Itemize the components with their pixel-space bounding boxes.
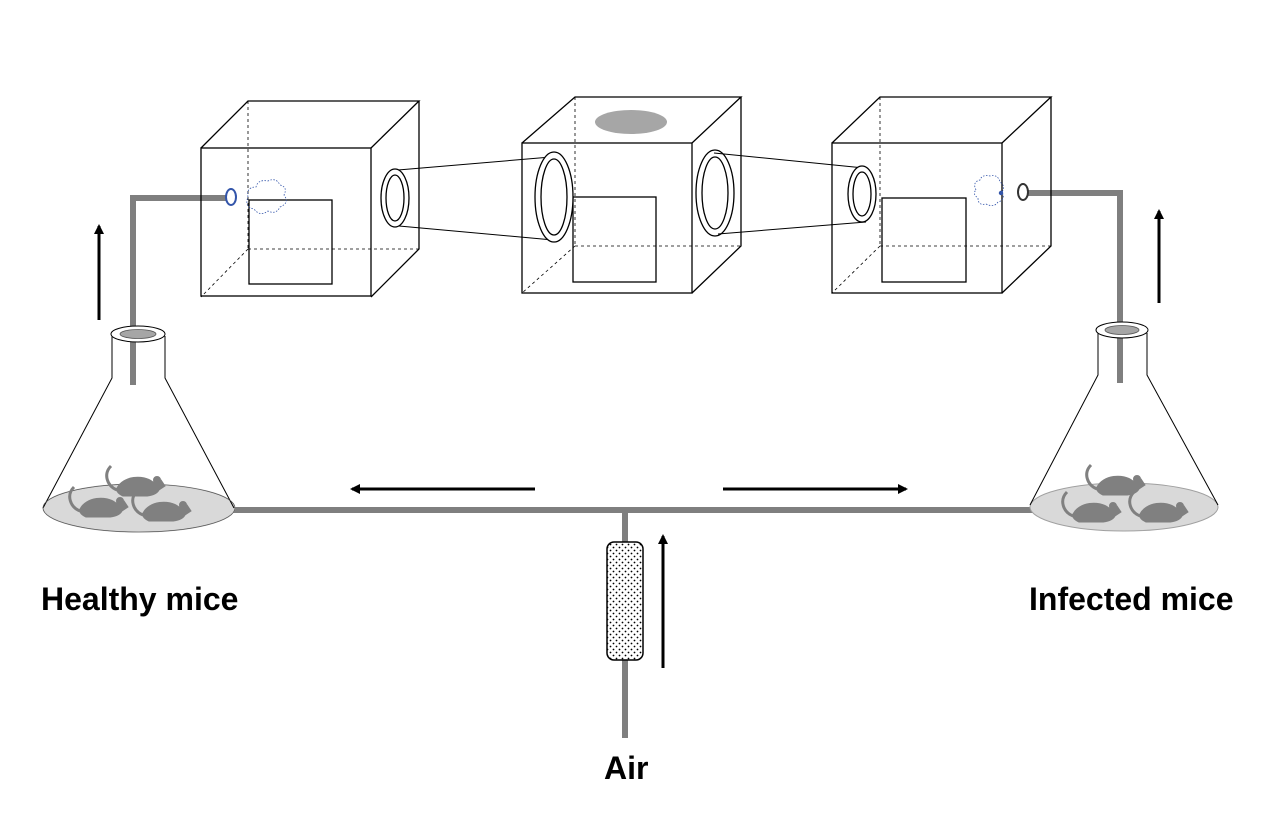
left-cage-side-port: [380, 168, 410, 228]
right-flask-outlet-tube: [1028, 190, 1123, 383]
connector-tunnels: [397, 152, 867, 241]
left-cage-inner-frame: [248, 199, 333, 285]
left-cage-box: [200, 100, 421, 298]
right-cage-inlet-port: [1017, 183, 1029, 201]
middle-cage-inner-frame: [572, 196, 657, 283]
flow-arrows: [94, 209, 1164, 668]
right-cage-box: [831, 96, 1053, 294]
healthy-mice-label: Healthy mice: [41, 581, 239, 617]
left-flask: [42, 325, 236, 533]
air-filter: [606, 541, 644, 661]
right-flask: [1029, 321, 1219, 532]
left-flask-opening: [119, 329, 157, 339]
right-cage-inner-frame: [881, 197, 967, 283]
middle-cage-top-opening: [595, 110, 667, 134]
middle-cage-right-port: [695, 149, 735, 237]
left-flask-outlet-tube: [130, 195, 226, 385]
right-cage-side-port: [847, 165, 877, 223]
infected-mice-label: Infected mice: [1029, 581, 1234, 617]
left-cage-airflow-cloud: [246, 179, 287, 214]
right-cage-airflow-cloud: [974, 175, 1004, 206]
middle-cage-box: [521, 96, 743, 294]
left-cage-inlet-port: [225, 188, 237, 206]
tubing: [130, 190, 1123, 738]
middle-cage-left-port: [534, 151, 574, 243]
air-label: Air: [604, 750, 649, 786]
right-flask-opening: [1104, 325, 1140, 335]
